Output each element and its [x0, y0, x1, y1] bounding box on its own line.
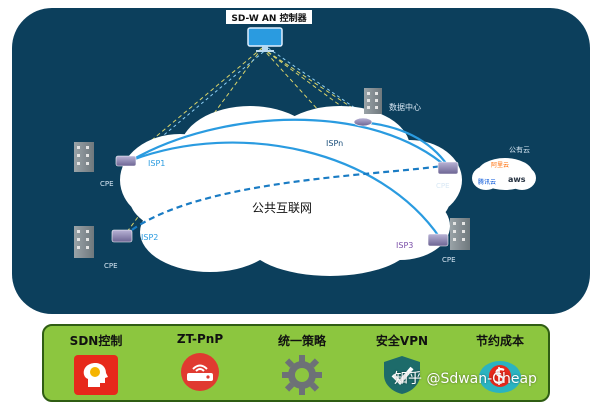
sdwan-controller[interactable]: SD-W AN 控制器 — [226, 10, 312, 52]
cpe-label: CPE — [100, 180, 114, 188]
site-isp2[interactable]: CPE ISP2 — [74, 226, 158, 270]
feature-label: ZT-PnP — [176, 332, 224, 346]
isp-label: ISPn — [326, 139, 343, 148]
gear-icon — [282, 355, 322, 395]
router-icon — [437, 161, 459, 175]
feature-bar: SDN控制 ZT-PnP 统一策略 — [42, 324, 550, 402]
public-cloud-label: 公有云 — [509, 145, 530, 154]
router-icon — [353, 117, 373, 127]
feature-sdn-control[interactable]: SDN控制 — [50, 332, 142, 395]
internet-cloud — [120, 106, 462, 276]
watermark: 知乎 @Sdwan-Cheap — [394, 371, 537, 387]
shield-icon — [384, 356, 420, 394]
cpe-label: CPE — [442, 256, 456, 264]
public-cloud[interactable]: 公有云 阿里云 腾讯云 aws — [472, 145, 536, 190]
datacenter-label: 数据中心 — [389, 102, 421, 112]
dashed-tunnel — [123, 164, 443, 237]
isp-label: ISP3 — [396, 241, 413, 250]
site-isp1[interactable]: CPE ISP1 — [74, 142, 165, 188]
router-icon — [181, 353, 219, 391]
monitor-icon — [247, 27, 283, 52]
cpe-label: CPE — [436, 182, 450, 190]
provider-tencent: 腾讯云 — [478, 178, 496, 186]
feature-label: 节约成本 — [475, 334, 524, 348]
cloud-label: 公共互联网 — [252, 201, 312, 215]
datacenter[interactable]: 数据中心 — [353, 88, 421, 127]
provider-aliyun: 阿里云 — [491, 161, 509, 169]
feature-secure-vpn[interactable]: 安全VPN — [356, 332, 448, 395]
cpe-label: CPE — [104, 262, 118, 270]
site-ispn[interactable]: CPE ISPn — [326, 139, 459, 190]
site-isp3[interactable]: CPE ISP3 — [396, 218, 470, 264]
isp-label: ISP2 — [141, 233, 158, 242]
building-icon — [364, 88, 382, 114]
feature-unified-policy[interactable]: 统一策略 — [256, 332, 348, 395]
feature-label: SDN控制 — [69, 334, 123, 348]
building-icon — [74, 142, 94, 172]
provider-aws: aws — [508, 175, 526, 184]
vpn-tunnels — [131, 118, 449, 239]
money-icon — [479, 361, 521, 393]
router-icon — [111, 229, 133, 243]
controller-label: SD-W AN 控制器 — [231, 12, 307, 24]
feature-zt-pnp[interactable]: ZT-PnP — [154, 332, 246, 392]
feature-label: 统一策略 — [277, 334, 326, 348]
building-icon — [450, 218, 470, 250]
feature-save-cost[interactable]: 节约成本 — [454, 332, 546, 395]
isp-label: ISP1 — [148, 159, 165, 168]
building-icon — [74, 226, 94, 258]
router-icon — [427, 233, 449, 247]
feature-label: 安全VPN — [375, 334, 429, 348]
brain-head-icon — [74, 355, 118, 395]
router-icon — [115, 155, 137, 167]
